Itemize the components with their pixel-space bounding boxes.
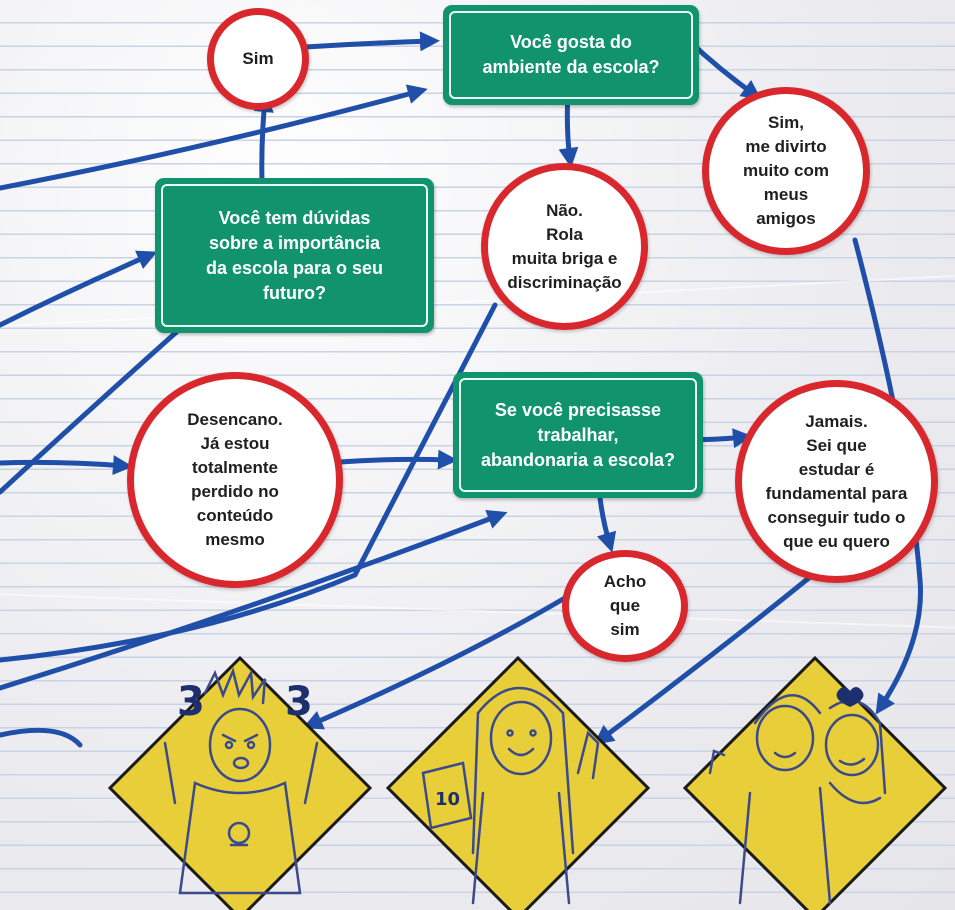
question-trabalhar-text: Se você precisasse trabalhar, abandonari…	[480, 399, 676, 470]
answer-nao-briga-text: Não. Rola muita briga e discriminação	[507, 200, 622, 292]
happy-student-sign-icon: 10	[385, 655, 651, 910]
question-ambiente-text: Você gosta do ambiente da escola?	[482, 32, 660, 77]
svg-text:3: 3	[177, 679, 205, 725]
arrow-nao-down-left	[0, 302, 498, 663]
svg-text:3: 3	[285, 679, 313, 725]
answer-sim-divirto-text: Sim, me divirto muito com meus amigos	[743, 113, 829, 228]
answer-desencano-text: Desencano. Já estou totalmente perdido n…	[187, 410, 283, 549]
answer-sim: Sim	[207, 8, 309, 110]
question-trabalhar-abandonar: Se você precisasse trabalhar, abandonari…	[453, 372, 703, 498]
answer-desencano: Desencano. Já estou totalmente perdido n…	[127, 372, 343, 588]
angry-student-sign-icon: 3 3	[107, 655, 373, 910]
answer-jamais: Jamais. Sei que estudar é fundamental pa…	[735, 380, 938, 583]
arrow-acho-to-angry	[302, 592, 573, 730]
answer-acho-sim: Acho que sim	[562, 550, 688, 662]
question-duvidas-importancia: Você tem dúvidas sobre a importância da …	[155, 178, 434, 333]
answer-nao-briga: Não. Rola muita briga e discriminação	[481, 163, 648, 330]
arrow-left-to-duvidas	[0, 250, 158, 328]
arrow-left-to-desencano	[0, 455, 133, 476]
arrow-duvidas-down-left	[0, 317, 193, 495]
arrow-left-to-angry-line	[0, 727, 83, 748]
arrow-jamais-to-happy	[593, 570, 818, 745]
arrow-left-to-trabalhar	[0, 509, 508, 691]
question-ambiente-escola: Você gosta do ambiente da escola?	[443, 5, 699, 105]
arrow-duvidas-to-sim	[253, 92, 274, 186]
arrow-sim-to-ambiente	[302, 31, 440, 52]
answer-acho-sim-text: Acho que sim	[603, 572, 647, 639]
answer-sim-text: Sim	[242, 49, 274, 68]
answer-sim-divirto: Sim, me divirto muito com meus amigos	[702, 87, 870, 255]
arrow-desencano-to-trabalhar	[337, 449, 458, 470]
arrow-sim-divirto-to-couple	[852, 237, 923, 715]
answer-jamais-text: Jamais. Sei que estudar é fundamental pa…	[765, 411, 908, 551]
question-duvidas-text: Você tem dúvidas sobre a importância da …	[205, 207, 384, 303]
couple-sign-icon	[682, 655, 948, 910]
arrow-trabalhar-to-acho	[596, 495, 617, 553]
grade-paper-label: 10	[435, 789, 460, 810]
arrow-left-to-ambiente	[0, 84, 428, 191]
